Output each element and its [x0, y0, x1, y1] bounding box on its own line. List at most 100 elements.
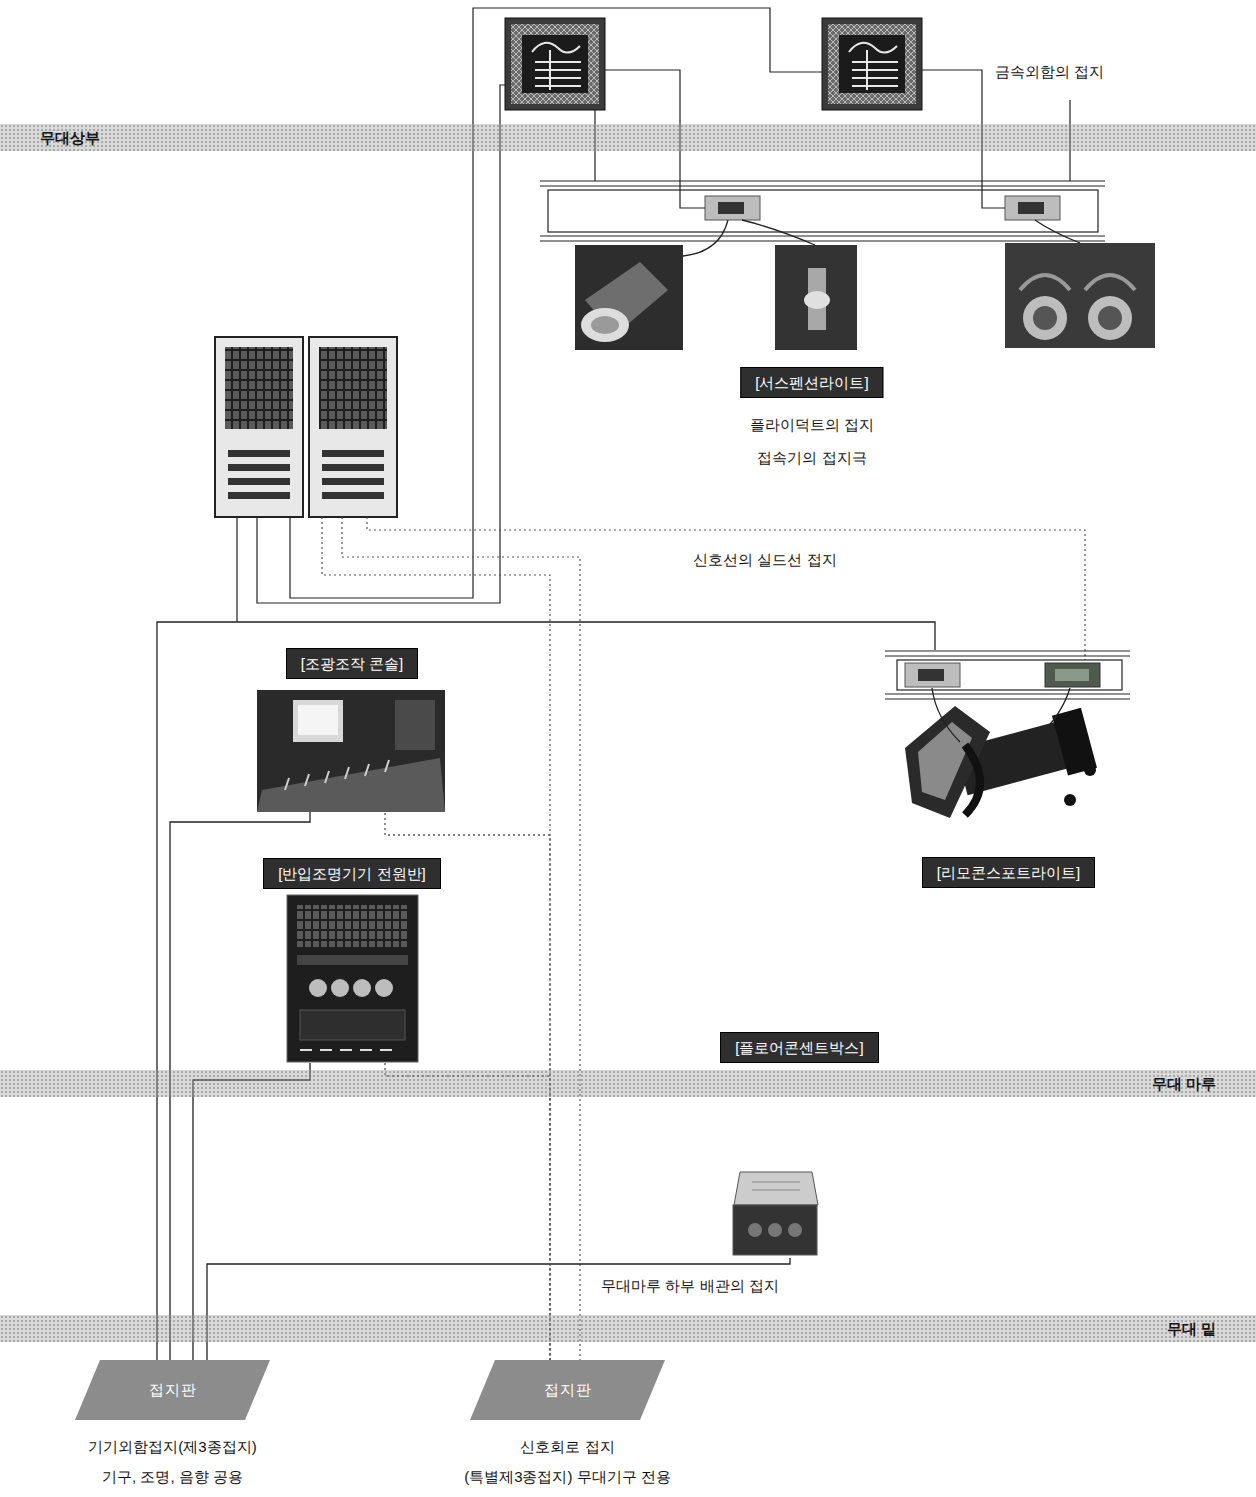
- ground-plate: 접지판기기외함접지(제3종접지) 기구, 조명, 음향 공용: [75, 1360, 270, 1420]
- metal-housing: [849, 43, 898, 90]
- dimmer-rack-photo: [228, 478, 290, 485]
- equipment-label: [조광조작 콘솔]: [286, 648, 419, 679]
- power-panel-photo: [287, 895, 418, 1062]
- metal-housing: [822, 18, 922, 110]
- fly-duct: [540, 180, 1105, 181]
- dimmer-rack-photo: [228, 492, 290, 499]
- note-label: 플라이덕트의 접지: [750, 415, 874, 435]
- fly-duct: [540, 185, 1105, 186]
- band-label: 무대 마루: [0, 1070, 1256, 1097]
- dimmer-rack-photo: [215, 337, 303, 517]
- suspension-light-photo: [575, 243, 1155, 350]
- fixture-cable: [742, 220, 815, 245]
- power-panel-photo: [297, 905, 408, 947]
- shield-wire: [322, 517, 1085, 1360]
- rack-wire: [290, 8, 822, 598]
- metal-housing: [822, 18, 922, 110]
- power-panel-photo: [375, 979, 393, 997]
- remote-duct: [885, 698, 1130, 699]
- remote-spotlight-photo: [905, 706, 990, 818]
- dimmer-rack-photo: [322, 492, 384, 499]
- dimmer-rack-photo: [322, 450, 384, 457]
- remote-spotlight-photo: [965, 745, 980, 815]
- suspension-light-photo: [1088, 296, 1132, 340]
- remote-duct: [885, 651, 1130, 699]
- suspension-light-photo: [775, 245, 857, 350]
- dimmer-rack-photo: [322, 478, 384, 485]
- fly-duct: [540, 235, 1105, 236]
- equipment-group: [반입조명기기 전원반]: [257, 858, 447, 1063]
- console-photo: [257, 758, 445, 812]
- equipment-label: [리모콘스포트라이트]: [922, 857, 1095, 888]
- remote-spotlight-photo: [905, 688, 1097, 818]
- rack-wire: [257, 85, 505, 603]
- suspension-light-photo: [1033, 306, 1057, 330]
- remote-spotlight-photo: [1052, 708, 1097, 776]
- stage-band: 무대 밑: [0, 1315, 1256, 1342]
- plate-shape: [75, 1360, 270, 1420]
- note-label: 접속기의 접지극: [757, 448, 866, 468]
- band-label: 무대 밑: [0, 1315, 1256, 1342]
- remote-spotlight-photo: [1084, 764, 1096, 776]
- console-photo: [293, 700, 343, 742]
- console-photo: [257, 690, 445, 812]
- ground-wire: [157, 622, 935, 1360]
- remote-spotlight-photo: [918, 722, 972, 800]
- plate-shape: [470, 1360, 665, 1420]
- rack-wire: [236, 517, 237, 622]
- metal-housing: [511, 24, 599, 104]
- dimmer-rack-photo: [322, 464, 384, 471]
- note-label: 신호선의 실드선 접지: [693, 550, 836, 570]
- remote-connector: [905, 663, 960, 687]
- console-photo: [285, 760, 389, 790]
- equipment-label: [서스펜션라이트]: [755, 373, 868, 392]
- duct-connector: [705, 196, 1060, 220]
- floor-box-photo: [788, 1223, 802, 1237]
- duct-connector: [1018, 202, 1044, 214]
- floor-box-photo: [748, 1223, 762, 1237]
- plate-caption: 신호회로 접지(특별제3종접지) 무대기구 전용: [438, 1432, 698, 1492]
- wire-label: 무대마루 하부 배관의 접지: [597, 1276, 783, 1296]
- suspension-light-photo: [1005, 243, 1155, 348]
- shield-wire: [367, 517, 1085, 660]
- band-label: 무대상부: [0, 124, 1256, 151]
- fly-duct: [540, 240, 1105, 241]
- equipment-tag: [서스펜션라이트]: [740, 367, 883, 398]
- floor-box-photo: [733, 1172, 818, 1255]
- ground-plate: 접지판신호회로 접지(특별제3종접지) 무대기구 전용: [470, 1360, 665, 1420]
- remote-connector: [1055, 669, 1089, 681]
- duct-connector: [1005, 196, 1060, 220]
- stage-band: 무대상부: [0, 124, 1256, 151]
- suspension-light-photo: [581, 308, 629, 342]
- metal-housing: [505, 18, 605, 110]
- dimmer-rack-photo: [225, 347, 293, 429]
- suspension-light-photo: [1023, 296, 1067, 340]
- remote-duct: [897, 660, 1122, 690]
- remote-duct: [885, 655, 1130, 656]
- dimmer-rack-photo: [228, 450, 290, 457]
- note-label: 금속외함의 접지: [995, 62, 1104, 82]
- console-photo: [395, 700, 435, 750]
- suspension-light-photo: [1020, 275, 1135, 290]
- remote-connector: [918, 669, 944, 681]
- suspension-light-photo: [1098, 306, 1122, 330]
- ground-wire: [207, 1258, 790, 1360]
- plate-label: 접지판: [470, 1360, 665, 1420]
- remote-spotlight-photo: [1064, 794, 1076, 806]
- remote-duct: [885, 693, 1130, 694]
- power-panel-photo: [300, 1049, 392, 1051]
- remote-connector: [1045, 663, 1100, 687]
- floor-box-photo: [733, 1205, 817, 1255]
- fixture-cable: [683, 220, 1080, 256]
- suspension-light-photo: [804, 291, 830, 309]
- metal-housing: [828, 24, 916, 104]
- remote-connector: [905, 663, 1100, 687]
- stage-band: 무대 마루: [0, 1070, 1256, 1097]
- equipment-label: [플로어콘센트박스]: [720, 1032, 878, 1063]
- metal-housing: [505, 18, 605, 110]
- metal-housing: [532, 43, 581, 90]
- duct-connector: [718, 202, 744, 214]
